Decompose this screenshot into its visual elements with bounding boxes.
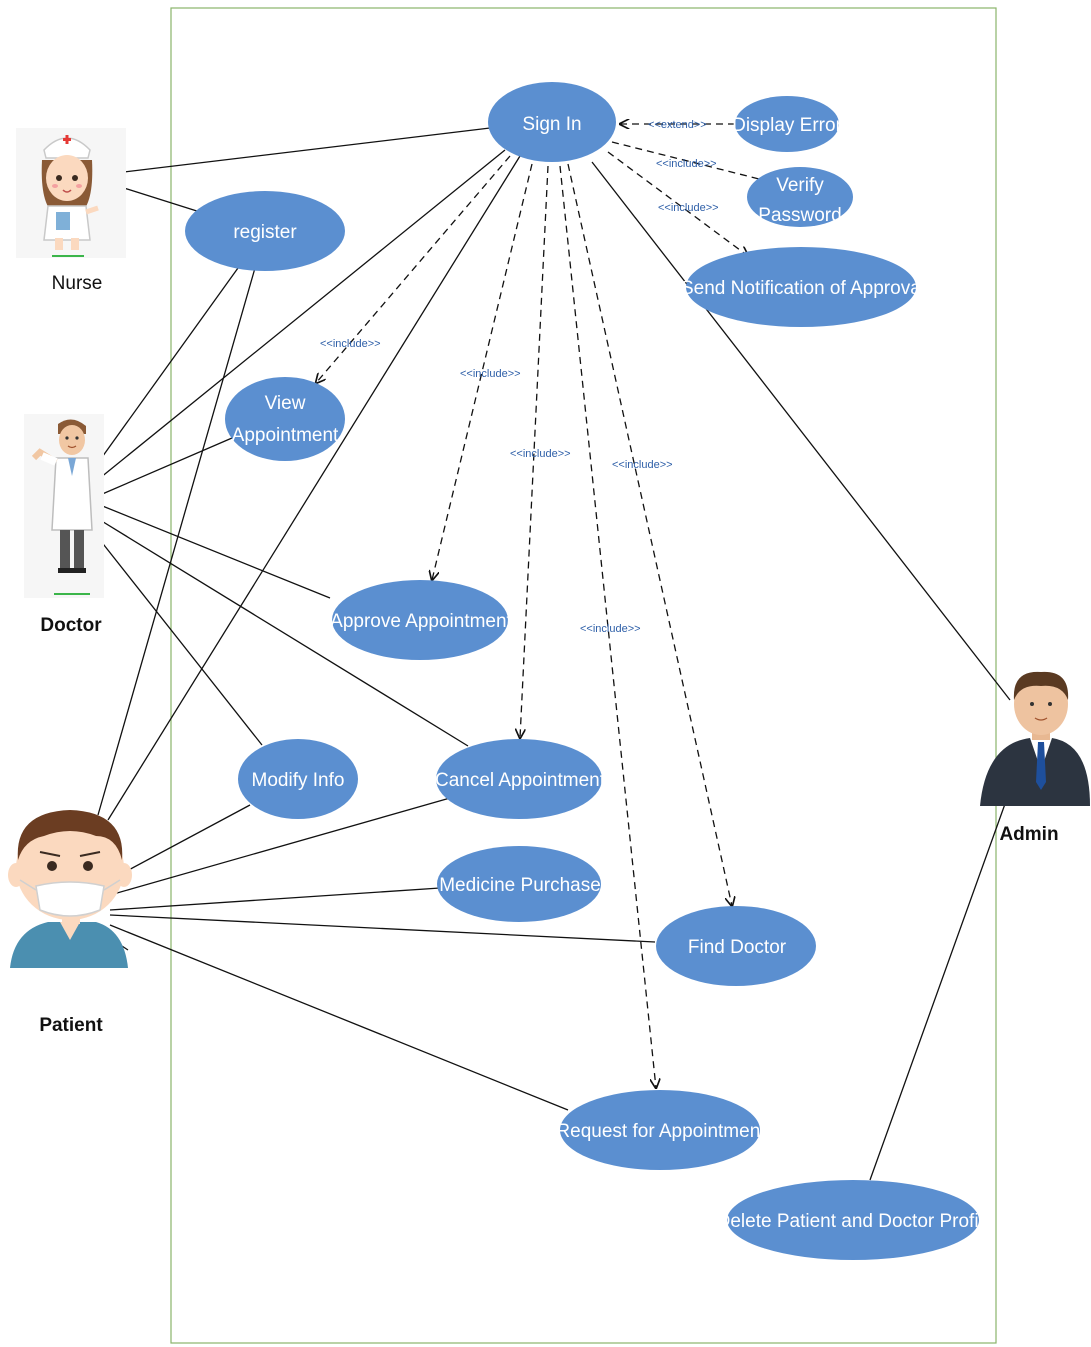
usecase-delete-profile[interactable]: Delete Patient and Doctor Profile bbox=[717, 1180, 994, 1260]
usecase-modify-info[interactable]: Modify Info bbox=[238, 739, 358, 819]
usecase-view-appointment-line2: Appointment bbox=[232, 425, 339, 446]
extend-label: <<extend>> bbox=[648, 119, 707, 131]
include-label-notification: <<include>> bbox=[658, 202, 719, 214]
doctor-icon bbox=[24, 414, 104, 598]
include-signin-notification bbox=[607, 151, 748, 256]
assoc-doctor-signin bbox=[99, 149, 506, 479]
dependencies bbox=[316, 124, 783, 1088]
usecase-medicine-purchase-label: Medicine Purchase bbox=[439, 875, 601, 896]
assoc-nurse-signin bbox=[123, 127, 491, 173]
usecase-find-doctor-label: Find Doctor bbox=[688, 937, 787, 958]
assoc-doctor-register bbox=[99, 267, 239, 461]
usecase-approve-appointment-label: Approve Appointment bbox=[330, 611, 512, 632]
assoc-patient-finddoctor bbox=[109, 914, 656, 943]
nurse-icon bbox=[16, 128, 126, 258]
assoc-doctor-cancel bbox=[99, 519, 469, 747]
usecase-sign-in-label: Sign In bbox=[522, 114, 581, 135]
usecase-approve-appointment[interactable]: Approve Appointment bbox=[330, 580, 513, 660]
assoc-patient-modify bbox=[109, 804, 251, 881]
include-signin-view bbox=[316, 155, 511, 383]
patient-icon bbox=[8, 810, 132, 968]
usecase-medicine-purchase[interactable]: Medicine Purchase bbox=[437, 846, 601, 922]
usecase-display-error[interactable]: Display Error bbox=[732, 96, 843, 152]
usecase-find-doctor[interactable]: Find Doctor bbox=[656, 906, 816, 986]
actor-label-nurse: Nurse bbox=[51, 273, 103, 294]
include-signin-finddoctor bbox=[567, 163, 732, 906]
include-label-approve: <<include>> bbox=[460, 368, 521, 380]
usecase-verify-password[interactable]: Verify Password bbox=[747, 167, 853, 227]
usecase-request-appointment[interactable]: Request for Appointment bbox=[556, 1090, 766, 1170]
associations bbox=[89, 127, 1011, 1181]
include-label-cancel: <<include>> bbox=[510, 448, 571, 460]
usecase-verify-password-line1: Verify bbox=[776, 175, 824, 196]
usecase-display-error-label: Display Error bbox=[732, 115, 842, 136]
usecase-view-appointment-line1: View bbox=[265, 393, 306, 414]
usecase-register[interactable]: register bbox=[185, 191, 345, 271]
usecase-sign-in[interactable]: Sign In bbox=[488, 82, 616, 162]
system-boundary bbox=[170, 7, 997, 1344]
assoc-admin-delete bbox=[869, 789, 1011, 1181]
usecase-verify-password-line2: Password bbox=[758, 205, 841, 226]
usecase-send-notification-label: Send Notification of Approval bbox=[681, 278, 925, 299]
actor-label-doctor: Doctor bbox=[40, 615, 102, 636]
usecase-request-appointment-label: Request for Appointment bbox=[556, 1121, 766, 1142]
usecase-cancel-appointment[interactable]: Cancel Appointment bbox=[435, 739, 606, 819]
usecase-modify-info-label: Modify Info bbox=[252, 770, 345, 791]
assoc-nurse-register bbox=[123, 187, 201, 213]
assoc-doctor-modify bbox=[99, 539, 263, 746]
assoc-doctor-view bbox=[99, 437, 233, 496]
assoc-patient-medicine bbox=[109, 887, 441, 911]
include-label-verify: <<include>> bbox=[656, 158, 717, 170]
use-cases: Sign In Display Error Verify Password re… bbox=[185, 82, 993, 1260]
relation-labels: <<extend>> <<include>> <<include>> <<inc… bbox=[320, 119, 719, 635]
include-label-view: <<include>> bbox=[320, 338, 381, 350]
include-signin-request bbox=[559, 165, 656, 1088]
assoc-admin-signin bbox=[591, 161, 1011, 701]
assoc-patient-cancel bbox=[109, 797, 451, 896]
assoc-patient-request bbox=[109, 924, 569, 1111]
usecase-delete-profile-label: Delete Patient and Doctor Profile bbox=[717, 1211, 994, 1232]
usecase-register-label: register bbox=[233, 222, 297, 243]
assoc-doctor-approve bbox=[99, 504, 331, 599]
usecase-view-appointment[interactable]: View Appointment bbox=[225, 377, 345, 461]
usecase-send-notification[interactable]: Send Notification of Approval bbox=[681, 247, 925, 327]
actor-label-admin: Admin bbox=[999, 824, 1059, 845]
assoc-patient-signin bbox=[107, 155, 521, 821]
include-label-finddoctor: <<include>> bbox=[612, 459, 673, 471]
include-signin-verify bbox=[611, 141, 783, 185]
actor-label-patient: Patient bbox=[39, 1015, 103, 1036]
assoc-patient-register bbox=[97, 267, 256, 816]
admin-icon bbox=[980, 671, 1090, 806]
include-label-request: <<include>> bbox=[580, 623, 641, 635]
usecase-cancel-appointment-label: Cancel Appointment bbox=[435, 770, 606, 791]
